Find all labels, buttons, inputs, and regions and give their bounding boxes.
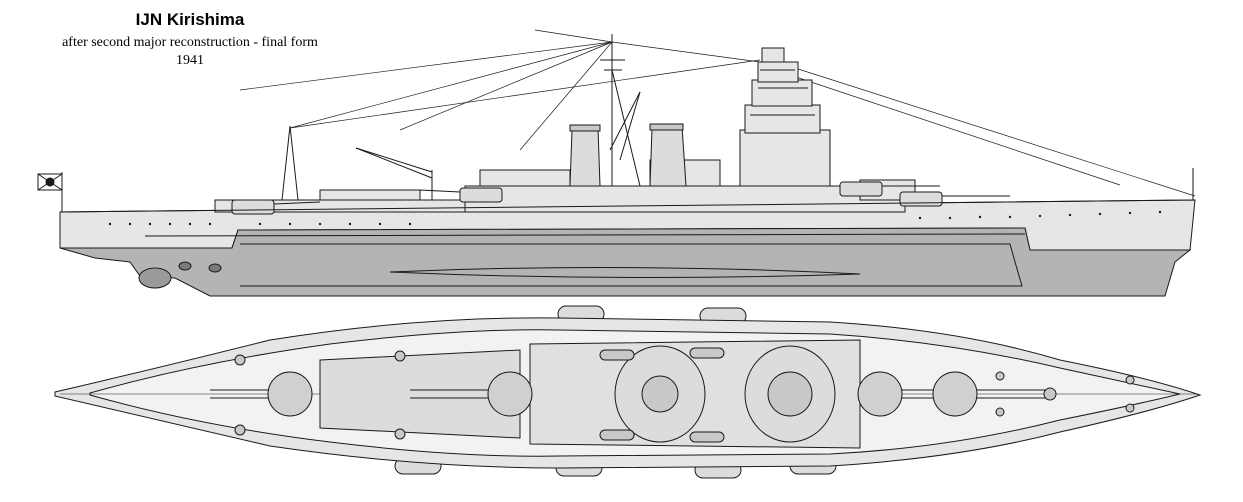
title-block: IJN Kirishima after second major reconst… — [20, 10, 360, 70]
aft-funnel — [569, 127, 601, 187]
fore-funnel — [649, 125, 687, 187]
main-turrets-plan — [210, 371, 1050, 417]
side-profile-view — [37, 29, 1196, 297]
drawing-title: IJN Kirishima — [135, 10, 245, 29]
bilge-keel — [389, 266, 861, 279]
hull-lower — [59, 227, 1192, 297]
superstructure-plan — [319, 339, 861, 449]
rigging-lines — [239, 29, 1196, 197]
pagoda-mast — [744, 47, 821, 134]
torpedo-bulge — [240, 243, 1023, 287]
deck-fittings — [234, 347, 1135, 443]
propellers — [138, 261, 222, 289]
deck-line — [59, 199, 1196, 213]
armor-belt-line — [144, 233, 1026, 237]
ensign-flag — [37, 172, 63, 212]
drawing-year: 1941 — [176, 53, 204, 68]
drawing-subtitle: after second major reconstruction - fina… — [62, 35, 318, 50]
superstructure — [214, 129, 916, 213]
masts — [281, 34, 641, 201]
funnels — [569, 123, 687, 187]
top-plan-view — [54, 305, 1202, 479]
aircraft-cranes — [355, 91, 641, 200]
portholes — [108, 210, 1162, 226]
